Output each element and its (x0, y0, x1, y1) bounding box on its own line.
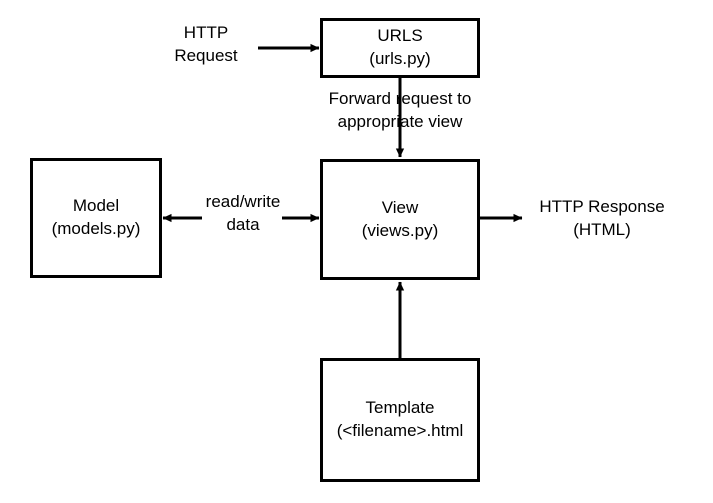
label-http-request-line2: Request (174, 45, 238, 65)
label-read-write-data-line2: data (226, 214, 260, 234)
node-model-title: Model (72, 196, 120, 216)
node-urls-file: (urls.py) (369, 49, 431, 68)
label-forward-request: Forward request to appropriate view (318, 88, 482, 134)
node-view-title: View (381, 197, 419, 217)
node-view-file: (views.py) (361, 220, 439, 240)
node-template-file: (<filename>.html (336, 421, 464, 440)
node-model[interactable]: Model (models.py) (30, 158, 162, 278)
label-http-response-line1: HTTP Response (539, 197, 665, 216)
node-model-file: (models.py) (51, 219, 141, 238)
node-template[interactable]: Template (<filename>.html (320, 358, 480, 482)
label-forward-request-line2: appropriate view (337, 111, 463, 131)
node-view[interactable]: View (views.py) (320, 159, 480, 280)
label-http-response: HTTP Response (HTML) (528, 196, 676, 242)
label-http-request: HTTP Request (160, 22, 252, 68)
label-read-write-data: read/write data (196, 191, 290, 237)
node-urls-title: URLS (377, 26, 423, 46)
label-read-write-data-line1: read/write (205, 192, 281, 211)
label-http-response-line2: (HTML) (573, 219, 631, 239)
label-http-request-line1: HTTP (183, 23, 229, 42)
node-urls[interactable]: URLS (urls.py) (320, 18, 480, 78)
node-template-title: Template (365, 398, 435, 418)
label-forward-request-line1: Forward request to (328, 89, 472, 108)
